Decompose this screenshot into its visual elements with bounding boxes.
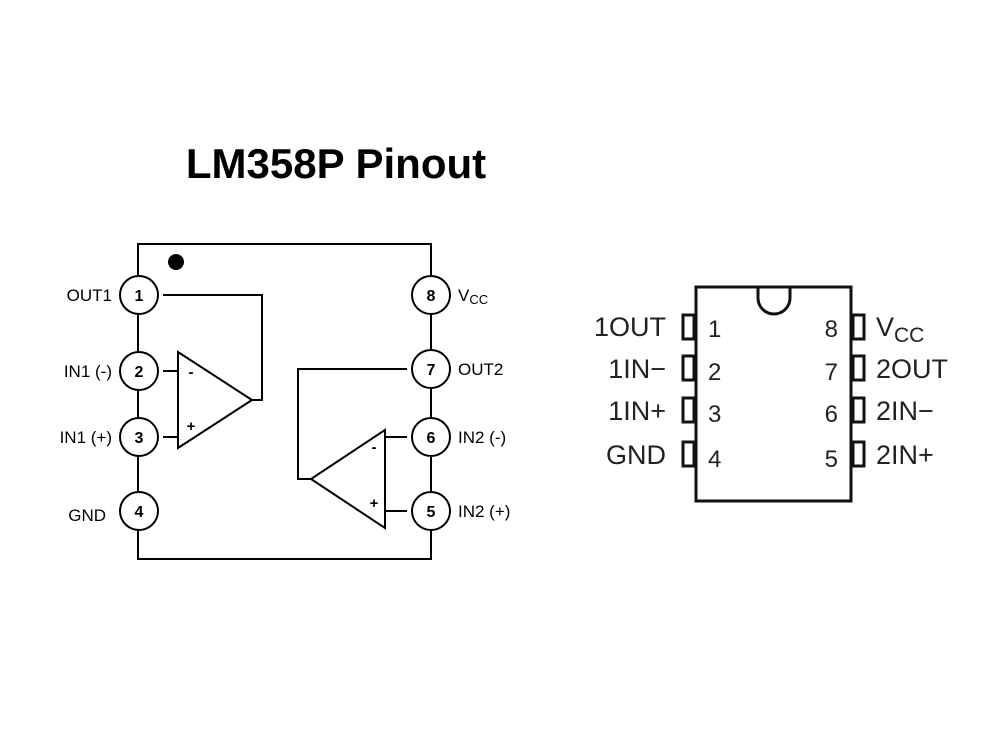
pin-circle-8 bbox=[411, 275, 451, 315]
dip-pin-number: 5 bbox=[825, 446, 838, 473]
dip-pin-label: 2IN− bbox=[876, 396, 934, 426]
dip-pin-number: 2 bbox=[708, 359, 721, 386]
schematic-pin-label: IN1 (-) bbox=[64, 362, 112, 381]
pin-circle-6 bbox=[411, 417, 451, 457]
dip-pin-label-vcc: VCC bbox=[876, 312, 924, 347]
schematic-pin-number: 3 bbox=[135, 430, 144, 447]
opamp-2-minus-sign: - bbox=[372, 439, 377, 456]
dip-pin-number: 3 bbox=[708, 401, 721, 428]
schematic-pin-number: 4 bbox=[135, 504, 144, 521]
dip-pin-number: 6 bbox=[825, 401, 838, 428]
schematic-diagram bbox=[119, 243, 451, 560]
dip-pin-label: 1IN+ bbox=[608, 396, 666, 426]
pin-circle-7 bbox=[411, 349, 451, 389]
pin-circle-2 bbox=[119, 351, 159, 391]
schematic-pin-number: 7 bbox=[427, 362, 436, 379]
schematic-pin-label: IN1 (+) bbox=[60, 428, 112, 447]
schematic-pin-number: 1 bbox=[135, 288, 144, 305]
dip-pin-number: 4 bbox=[708, 446, 721, 473]
dip-pin-label: 1IN− bbox=[608, 354, 666, 384]
pin-circle-1 bbox=[119, 275, 159, 315]
wire-out2 bbox=[297, 368, 407, 480]
schematic-body bbox=[137, 243, 432, 560]
dip-pin-8 bbox=[851, 313, 866, 341]
dip-pin-label: 1OUT bbox=[594, 312, 666, 342]
dip-body bbox=[694, 285, 853, 503]
dip-pin-number: 7 bbox=[825, 359, 838, 386]
page-title: LM358P Pinout bbox=[186, 140, 486, 187]
schematic-pin-number: 2 bbox=[135, 364, 144, 381]
schematic-pin-label: IN2 (-) bbox=[458, 428, 506, 447]
dip-package bbox=[681, 285, 866, 503]
dip-pin-1 bbox=[681, 313, 696, 341]
dip-pin-number: 8 bbox=[825, 316, 838, 343]
dip-pin-4 bbox=[681, 440, 696, 468]
pin-circle-4 bbox=[119, 491, 159, 531]
schematic-pin-number: 6 bbox=[427, 430, 436, 447]
dip-pin-label: GND bbox=[606, 440, 666, 470]
opamp-1-triangle bbox=[177, 350, 254, 450]
schematic-pin-label: GND bbox=[68, 506, 106, 525]
dip-pin-5 bbox=[851, 440, 866, 468]
opamp-1-plus-sign: + bbox=[187, 418, 196, 435]
opamp-2-plus-sign: + bbox=[370, 495, 379, 512]
opamp-1-minus-sign: - bbox=[189, 364, 194, 381]
pin-circle-5 bbox=[411, 491, 451, 531]
schematic-pin-label: IN2 (+) bbox=[458, 502, 510, 521]
schematic-pin-label: OUT1 bbox=[67, 286, 112, 305]
wire-out1 bbox=[163, 294, 263, 401]
dip-pin-6 bbox=[851, 396, 866, 424]
schematic-pin-label-vcc: VCC bbox=[458, 286, 488, 307]
dip-notch bbox=[756, 287, 792, 316]
opamp-2-triangle bbox=[309, 428, 386, 530]
schematic-pin-number: 5 bbox=[427, 504, 436, 521]
schematic-pin-label: OUT2 bbox=[458, 360, 503, 379]
dip-pin-2 bbox=[681, 354, 696, 382]
dip-pin-label: 2IN+ bbox=[876, 440, 934, 470]
dip-pin-number: 1 bbox=[708, 316, 721, 343]
dip-pin-3 bbox=[681, 396, 696, 424]
dip-pin-7 bbox=[851, 354, 866, 382]
dip-pin-label: 2OUT bbox=[876, 354, 948, 384]
pin-circle-3 bbox=[119, 417, 159, 457]
pin1-marker-dot bbox=[168, 254, 184, 270]
schematic-pin-number: 8 bbox=[427, 288, 436, 305]
